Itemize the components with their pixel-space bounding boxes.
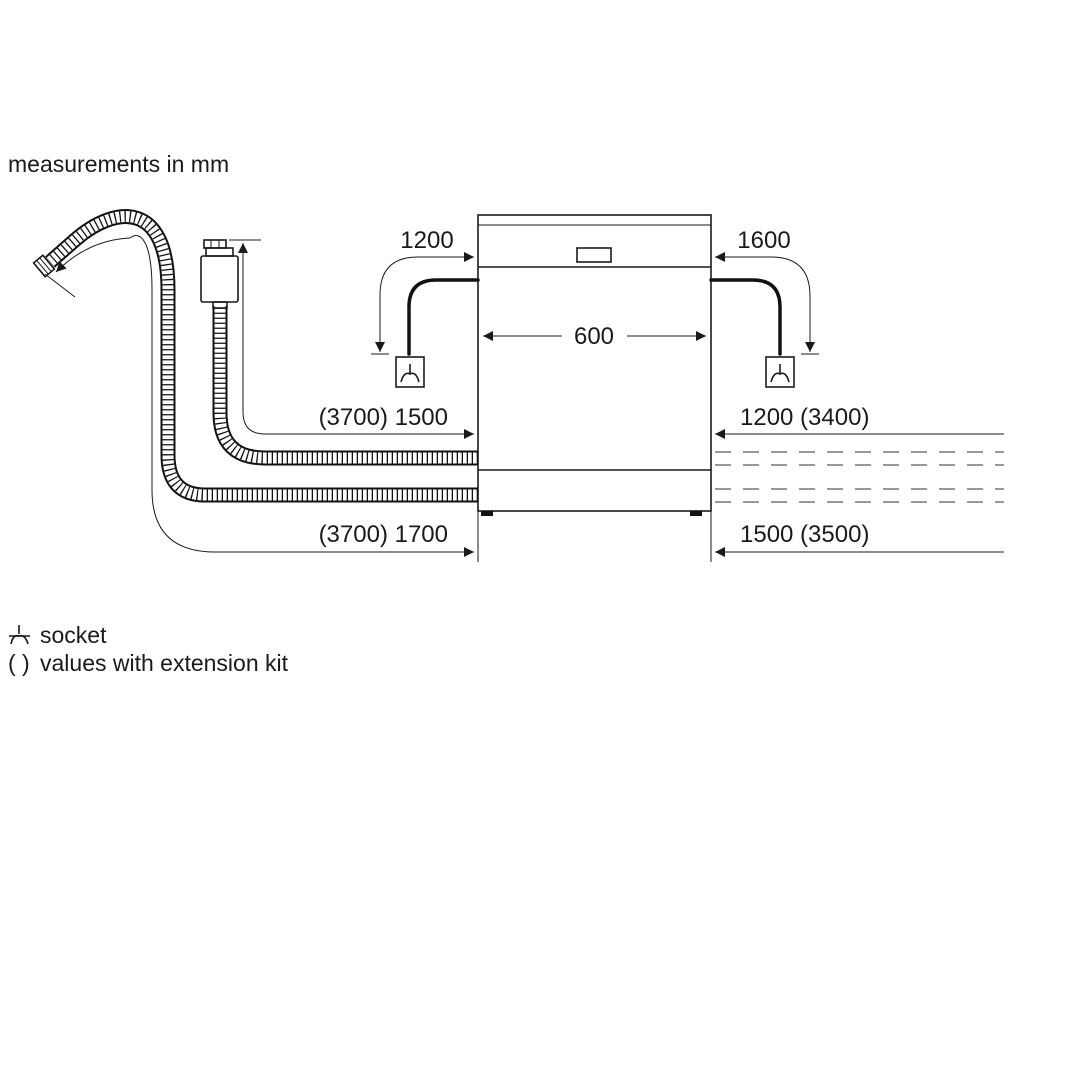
width-label: 600: [574, 323, 614, 350]
dishwasher-icon: [477, 214, 712, 516]
drain-right-label: 1500 (3500): [740, 521, 869, 548]
legend: socket ( ) values with extension kit: [8, 622, 289, 676]
socket-icon: [765, 356, 795, 388]
power-length-left: 1200: [371, 227, 474, 355]
power-right-label: 1600: [737, 227, 790, 254]
legend-parens-symbol: ( ): [8, 650, 30, 676]
control-panel-display: [576, 247, 612, 263]
width-dimension: 600: [483, 323, 706, 350]
legend-socket-label: socket: [40, 622, 107, 648]
drain-left-label: (3700) 1700: [319, 521, 448, 548]
inlet-height-arrow: [229, 239, 474, 439]
page-title: measurements in mm: [8, 151, 229, 177]
hose-icon: [32, 209, 478, 503]
drain-end-arrow: [55, 237, 131, 273]
hose-icon: [212, 306, 478, 466]
power-cord-right: [709, 278, 782, 356]
drain-length-left: [129, 235, 474, 557]
legend-parens-label: values with extension kit: [40, 650, 289, 676]
socket-icon: [9, 625, 30, 645]
water-valve-icon: [200, 239, 239, 309]
socket-icon: [395, 356, 425, 388]
foot-left: [481, 511, 493, 516]
power-cord-left: [407, 278, 480, 356]
hose-continuation-dashed: [715, 451, 1004, 503]
inlet-right-label: 1200 (3400): [740, 404, 869, 431]
inlet-left-label: (3700) 1500: [319, 404, 448, 431]
foot-right: [690, 511, 702, 516]
power-left-label: 1200: [400, 227, 453, 254]
drain-end-tick: [44, 273, 76, 298]
power-length-right: 1600: [715, 227, 819, 355]
